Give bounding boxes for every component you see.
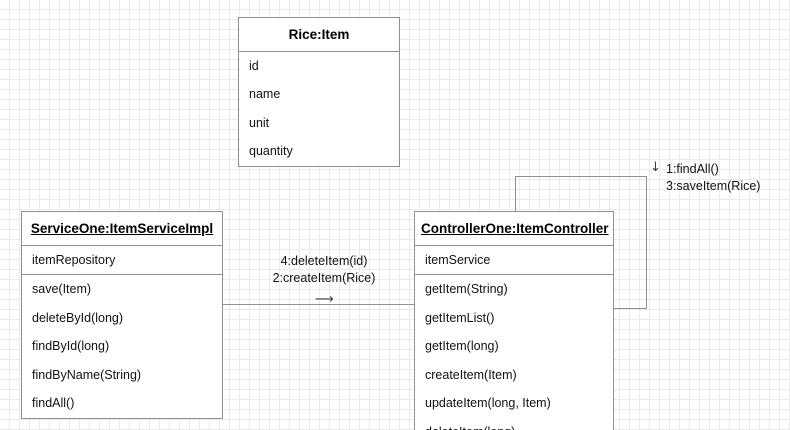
attribute-compartment-rice-item: id name unit quantity <box>239 52 399 166</box>
class-member-row: save(Item) <box>32 282 92 296</box>
class-box-controller-one[interactable]: ControllerOne:ItemController itemService… <box>414 211 614 430</box>
arrow-right-icon: ⟶ <box>315 292 334 307</box>
class-member-row: createItem(Item) <box>425 367 517 382</box>
attribute-compartment-controller-one: itemService <box>415 246 613 275</box>
link-controller-self-segment-right[interactable] <box>646 176 647 309</box>
class-member-row: findById(long) <box>32 339 110 353</box>
operation-compartment-service-one: save(Item) deleteById(long) findById(lon… <box>22 275 222 418</box>
class-member-row: getItem(long) <box>425 339 499 353</box>
class-member-row: updateItem(long, Item) <box>425 396 551 410</box>
class-member-row: itemRepository <box>32 252 116 267</box>
message-label-line: 1:findAll() <box>666 162 719 176</box>
class-title-service-one: ServiceOne:ItemServiceImpl <box>22 212 222 246</box>
class-member-row: deleteById(long) <box>32 310 124 325</box>
message-label-line: 4:deleteItem(id) <box>280 254 368 268</box>
message-label-controller-self: 1:findAll() 3:saveItem(Rice) <box>666 161 760 195</box>
arrow-down-icon: ↓ <box>650 160 661 175</box>
class-box-rice-item[interactable]: Rice:Item id name unit quantity <box>238 17 400 167</box>
class-box-service-one[interactable]: ServiceOne:ItemServiceImpl itemRepositor… <box>21 211 223 419</box>
class-member-row: deleteItem(long) <box>415 418 613 430</box>
link-service-to-controller[interactable] <box>222 304 415 305</box>
operation-compartment-controller-one: getItem(String) getItemList() getItem(lo… <box>415 275 613 430</box>
class-member-row: unit <box>249 115 270 130</box>
link-controller-self-segment-top[interactable] <box>515 176 647 177</box>
class-member-row: getItem(String) <box>425 282 508 296</box>
class-member-row: findAll() <box>32 396 75 410</box>
class-member-row: quantity <box>249 144 293 158</box>
message-label-service-to-controller: 4:deleteItem(id) 2:createItem(Rice) <box>262 253 386 287</box>
class-member-row: getItemList() <box>425 310 495 325</box>
link-controller-self-segment-up[interactable] <box>515 176 516 212</box>
message-label-line: 3:saveItem(Rice) <box>666 179 761 193</box>
class-title-controller-one: ControllerOne:ItemController <box>415 212 613 246</box>
message-label-line: 2:createItem(Rice) <box>272 271 376 285</box>
class-title-rice-item: Rice:Item <box>239 18 399 52</box>
class-member-row: itemService <box>425 252 491 267</box>
attribute-compartment-service-one: itemRepository <box>22 246 222 275</box>
class-member-row: id <box>249 58 259 73</box>
class-member-row: name <box>249 87 281 101</box>
class-member-row: findByName(String) <box>32 367 142 382</box>
link-controller-self-segment-bottom[interactable] <box>613 308 647 309</box>
